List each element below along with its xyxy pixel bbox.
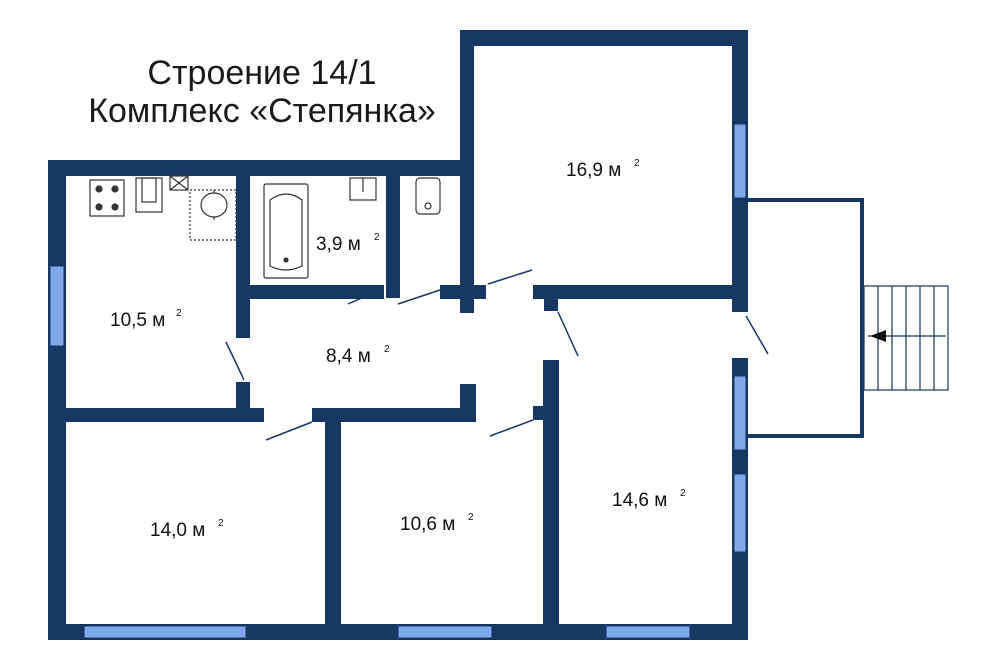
wall-partition-middle: [543, 360, 559, 640]
wall-top-room-left: [460, 30, 474, 312]
room-top-area-unit-power: 2: [634, 158, 640, 169]
wall-wc-bottom: [440, 285, 460, 299]
wall-top-room-top: [460, 30, 748, 46]
entrance-arrow-icon: [870, 330, 886, 342]
doors: [225, 269, 769, 441]
wall-bath-bottom: [236, 285, 384, 299]
door-middle-room: [489, 419, 534, 437]
wall-hall-stub: [460, 384, 476, 422]
room-right-area-label: 14,6 м: [612, 490, 667, 511]
porch-right: [860, 198, 864, 438]
wall-top-left: [48, 160, 462, 176]
kitchen-area-label: 10,5 м: [110, 310, 165, 331]
room-middle-area-label: 10,6 м: [400, 514, 455, 535]
area-labels: 10,5 м 2 3,9 м 2 8,4 м 2 16,9 м 2 14,0 м…: [110, 158, 686, 541]
washbasin-icon: [349, 177, 377, 201]
kitchen-fixtures: [89, 175, 237, 241]
door-wc: [397, 289, 441, 305]
wall-hall-bottom: [312, 408, 476, 422]
room-top-area-label: 16,9 м: [566, 160, 621, 181]
window-right-lower: [733, 473, 747, 553]
plan-title-line1: Строение 14/1: [147, 54, 376, 92]
door-right-room: [557, 311, 579, 357]
wall-stub-b: [544, 285, 558, 311]
window-bottom-left: [83, 625, 247, 639]
wall-stub-a: [460, 285, 474, 313]
door-kitchen: [225, 341, 245, 381]
porch-top: [748, 198, 864, 202]
room-right-area-unit-power: 2: [680, 488, 686, 499]
bathroom-area-label: 3,9 м: [316, 234, 361, 255]
window-top-room: [733, 123, 747, 199]
door-entrance: [745, 315, 769, 355]
wall-kitchen-right: [236, 176, 250, 338]
wall-top-room-bottom-right: [533, 285, 748, 299]
windows: [49, 123, 747, 639]
wall-partition-left: [325, 408, 341, 640]
window-right-upper: [733, 375, 747, 451]
window-left: [49, 265, 65, 347]
hall-area-label: 8,4 м: [326, 346, 371, 367]
plan-title-line2: Комплекс «Степянка»: [88, 92, 436, 130]
hall-area-unit-power: 2: [384, 344, 390, 355]
fridge-icon: [169, 175, 189, 191]
wall-partition-middle-stub: [533, 406, 545, 420]
wall-kitchen-bottom: [48, 408, 264, 422]
wall-left-outer: [48, 160, 66, 640]
room-left-area-label: 14,0 м: [150, 520, 205, 541]
bathtub-icon: [263, 183, 309, 279]
wall-bath-right: [386, 176, 400, 298]
window-bottom-middle: [397, 625, 493, 639]
porch-bottom: [748, 434, 864, 438]
bathroom-fixtures: [263, 177, 441, 279]
room-middle-area-unit-power: 2: [468, 512, 474, 523]
toilet-icon: [415, 177, 441, 215]
sink-icon: [135, 177, 163, 213]
kitchen-area-unit-power: 2: [176, 308, 182, 319]
door-left-room: [265, 421, 313, 441]
room-left-area-unit-power: 2: [218, 518, 224, 529]
bathroom-area-unit-power: 2: [374, 232, 380, 243]
door-bathroom: [347, 287, 385, 305]
door-top-room: [487, 269, 533, 285]
stove-icon: [89, 179, 125, 217]
window-bottom-right: [605, 625, 691, 639]
boiler-icon: [189, 189, 237, 241]
